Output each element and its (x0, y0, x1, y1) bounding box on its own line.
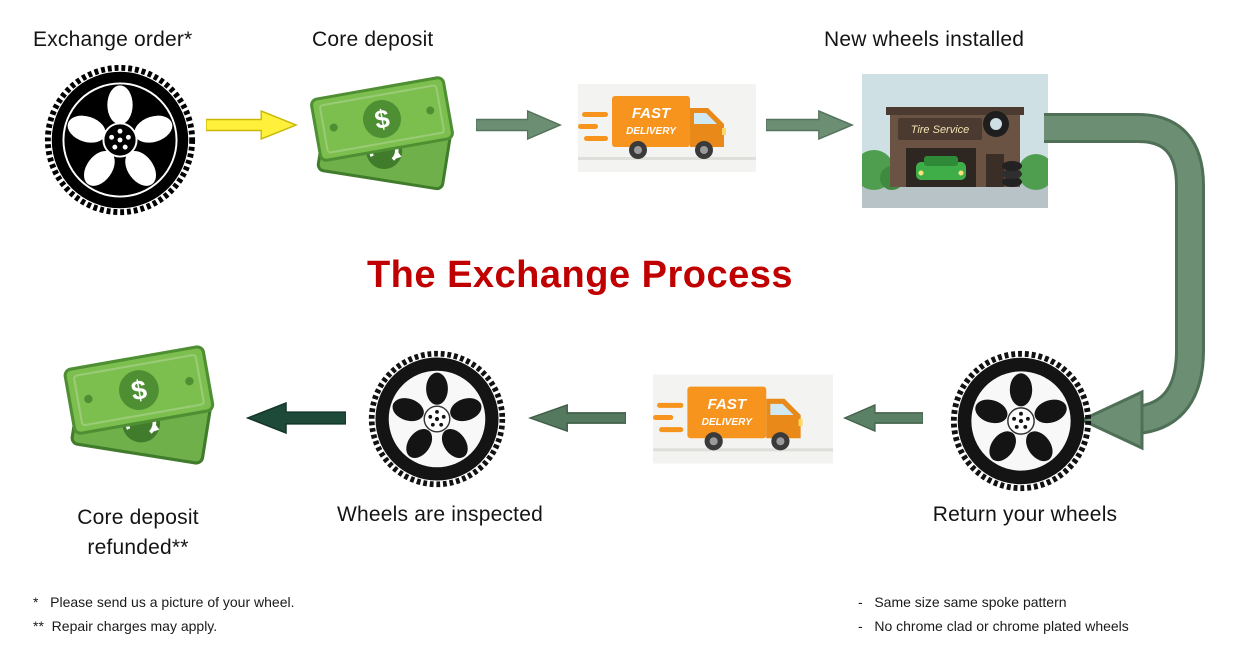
curved-arrow-down (1044, 113, 1205, 451)
arrow-right-green-2 (766, 110, 854, 140)
white-wheel-icon-return (950, 350, 1092, 492)
dollar-sign-glyph: $ (129, 373, 149, 406)
footnote-no-chrome: - No chrome clad or chrome plated wheels (858, 618, 1129, 634)
arrow-left-dark-green (246, 402, 346, 434)
arrow-right-green-1 (476, 110, 562, 140)
arrow-right-yellow (206, 110, 298, 140)
return-your-wheels-label: Return your wheels (932, 503, 1118, 526)
truck-text-fast: FAST (632, 105, 672, 122)
core-deposit-label: Core deposit (312, 28, 434, 51)
truck-text-delivery: DELIVERY (702, 417, 754, 428)
wheels-are-inspected-label: Wheels are inspected (337, 503, 543, 526)
footnote-same-size: - Same size same spoke pattern (858, 594, 1067, 610)
dollar-sign-glyph: $ (372, 103, 392, 135)
exchange-order-label: Exchange order* (33, 28, 193, 51)
truck-text-fast: FAST (707, 396, 747, 413)
delivery-truck-icon-top: FAST DELIVERY (578, 84, 756, 172)
black-wheel-icon (44, 64, 196, 216)
footnote-picture: * Please send us a picture of your wheel… (33, 594, 295, 610)
new-wheels-installed-label: New wheels installed (824, 28, 1025, 51)
footnote-repair: ** Repair charges may apply. (33, 618, 218, 634)
delivery-truck-icon-bottom: FAST DELIVERY (653, 374, 833, 464)
money-icon-refund: $ (63, 345, 215, 465)
tire-shop-icon: Tire Service (862, 74, 1048, 208)
white-wheel-icon-inspected (368, 350, 506, 488)
money-icon-core-deposit: $ (310, 76, 454, 191)
truck-text-delivery: DELIVERY (626, 126, 677, 137)
diagram-title: The Exchange Process (366, 254, 794, 296)
arrow-left-green-2 (528, 404, 626, 432)
shop-sign-text: Tire Service (911, 124, 970, 136)
arrow-left-green-1 (843, 404, 923, 432)
core-deposit-refunded-label: Core deposit refunded** (77, 506, 199, 560)
